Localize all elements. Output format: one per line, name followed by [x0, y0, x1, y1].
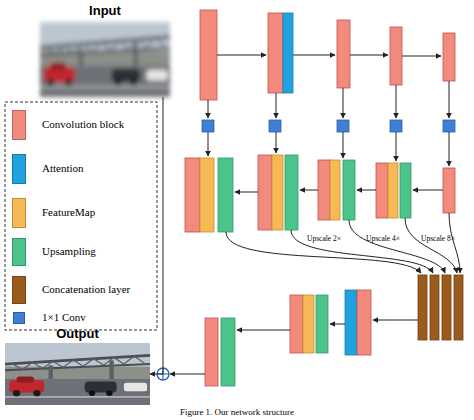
legend-swatch	[12, 110, 26, 140]
scale-label: Upscale 8×	[421, 234, 455, 243]
legend-swatch	[12, 276, 26, 304]
legend-label: FeatureMap	[42, 206, 95, 219]
conv-block	[185, 158, 200, 232]
legend-swatch	[13, 312, 25, 324]
upsampling-block	[316, 295, 328, 353]
legend-label: Upsampling	[42, 245, 96, 258]
scale-label: Upscale 4×	[366, 234, 400, 243]
skip-curve	[226, 232, 421, 273]
conv-block	[337, 20, 350, 88]
concat-layer	[442, 275, 451, 340]
conv-block	[357, 290, 371, 355]
attention-block	[283, 13, 293, 93]
flow-arrow	[217, 55, 266, 56]
legend-box	[5, 102, 157, 330]
flow-arrow	[276, 93, 277, 118]
upsampling-block	[343, 160, 355, 220]
conv-block	[205, 318, 218, 386]
conv-block	[268, 13, 283, 93]
flow-arrow	[170, 374, 205, 375]
flow-arrow	[449, 81, 450, 118]
conv-block	[318, 160, 330, 220]
upsampling-block	[400, 163, 411, 218]
flow-arrow	[402, 56, 441, 57]
conv1x1-block	[269, 120, 281, 132]
sum-circle	[157, 368, 169, 380]
flow-arrow	[343, 88, 344, 118]
feature-map	[303, 295, 314, 353]
flow-arrow	[343, 132, 344, 158]
node-heading: Output	[5, 326, 150, 341]
conv1x1-block	[443, 120, 455, 132]
conv-block	[290, 295, 303, 353]
concat-layer	[454, 275, 463, 340]
attention-block	[345, 290, 357, 355]
skip-curve	[405, 218, 457, 273]
conv-block	[376, 163, 388, 218]
conv-block	[443, 33, 455, 81]
concat-layer	[430, 275, 439, 340]
legend-label: Attention	[42, 162, 84, 175]
sum-plus	[157, 368, 169, 380]
image-node: Output	[5, 343, 150, 405]
flow-arrow	[357, 190, 376, 191]
conv-block	[200, 10, 217, 100]
flow-arrow	[276, 132, 277, 153]
flow-arrow	[208, 100, 209, 118]
legend-swatch	[12, 238, 26, 266]
feature-map	[330, 160, 340, 220]
flow-arrow	[413, 190, 443, 191]
skip-connection	[150, 97, 163, 374]
skip-curve	[291, 230, 433, 273]
legend-label: 1×1 Conv	[42, 311, 86, 324]
flow-arrow	[300, 190, 318, 191]
skip-curve	[349, 220, 445, 273]
legend-swatch	[12, 154, 26, 184]
upsampling-block	[218, 158, 233, 232]
input-photo	[40, 22, 170, 97]
conv-block	[443, 168, 455, 213]
node-heading: Input	[40, 3, 170, 18]
flow-arrow	[396, 85, 397, 118]
conv-block	[390, 27, 402, 85]
conv1x1-block	[337, 120, 349, 132]
figure-caption: Figure 1. Our network structure	[0, 407, 474, 417]
upsampling-block	[285, 155, 298, 230]
conv1x1-block	[390, 120, 402, 132]
legend-swatch	[12, 198, 26, 228]
flow-arrow	[237, 330, 290, 331]
conv-block	[258, 155, 272, 230]
flow-arrow	[350, 55, 388, 56]
flow-arrow	[449, 132, 450, 166]
legend-label: Convolution block	[42, 118, 124, 131]
flow-arrow	[330, 324, 345, 325]
flow-arrow	[293, 55, 335, 56]
feature-map	[272, 155, 283, 230]
conv1x1-block	[202, 120, 214, 132]
legend-label: Concatenation layer	[42, 283, 130, 296]
feature-map	[388, 163, 398, 218]
upsampling-block	[221, 318, 235, 386]
image-node: Input	[40, 22, 170, 97]
flow-arrow	[235, 192, 258, 193]
flow-arrow	[208, 132, 209, 156]
feature-map	[200, 158, 214, 232]
flow-arrow	[396, 132, 397, 161]
skip-curve	[449, 213, 460, 273]
flow-arrow	[373, 320, 418, 321]
concat-layer	[418, 275, 427, 340]
scale-label: Upscale 2×	[307, 234, 341, 243]
output-photo	[5, 343, 150, 405]
